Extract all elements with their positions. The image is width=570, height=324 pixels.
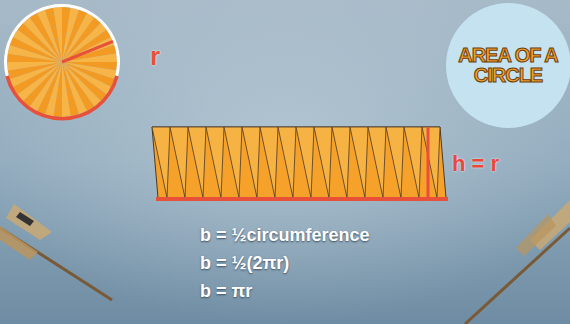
circle-sector-triangle <box>332 127 350 198</box>
base-line <box>156 197 448 201</box>
circle-sector <box>45 8 62 62</box>
formula-line: b = πr <box>200 282 252 302</box>
circle-sector-triangle <box>206 127 224 198</box>
badge-fill <box>446 3 570 128</box>
title-badge: AREA OF A CIRCLE <box>445 2 570 129</box>
parallelogram <box>152 127 446 198</box>
circle-sector-triangle <box>314 127 332 198</box>
circle-sector-triangle <box>152 127 170 198</box>
formula-line: b = ½circumference <box>200 226 370 246</box>
circle-sector-triangle <box>386 127 404 198</box>
formula-line: b = ½(2πr) <box>200 254 289 274</box>
circle-sector-triangle <box>350 127 368 198</box>
parallelogram-rearranged <box>152 127 448 199</box>
circle-sector <box>53 7 62 62</box>
circle-rim-top <box>4 4 120 76</box>
arrow-right <box>465 200 570 324</box>
circle-sector-triangle <box>278 127 296 198</box>
circle-sector-triangle <box>296 127 314 198</box>
radius-line <box>62 41 113 62</box>
title-text: AREA OF A CIRCLE <box>452 45 564 85</box>
arrow-left <box>0 204 112 300</box>
radius-label: r <box>150 42 160 71</box>
circle-sector <box>62 62 79 116</box>
circle-sector-triangle <box>188 127 206 198</box>
circle-sector-triangle <box>422 127 440 198</box>
circle-sector-triangle <box>224 127 242 198</box>
circle-sunburst <box>4 4 120 120</box>
circle-rim-bottom <box>5 76 118 121</box>
height-label: h = r <box>452 152 499 176</box>
circle-sector <box>62 62 71 117</box>
circle-sector-triangle <box>170 127 188 198</box>
circle-sector <box>8 62 62 79</box>
height-line <box>427 127 430 198</box>
circle-sector-triangle <box>260 127 278 198</box>
circle-sector-triangle <box>368 127 386 198</box>
circle-sector <box>7 62 62 71</box>
circle-sector-triangle <box>404 127 422 198</box>
circle-sector-triangle <box>242 127 260 198</box>
